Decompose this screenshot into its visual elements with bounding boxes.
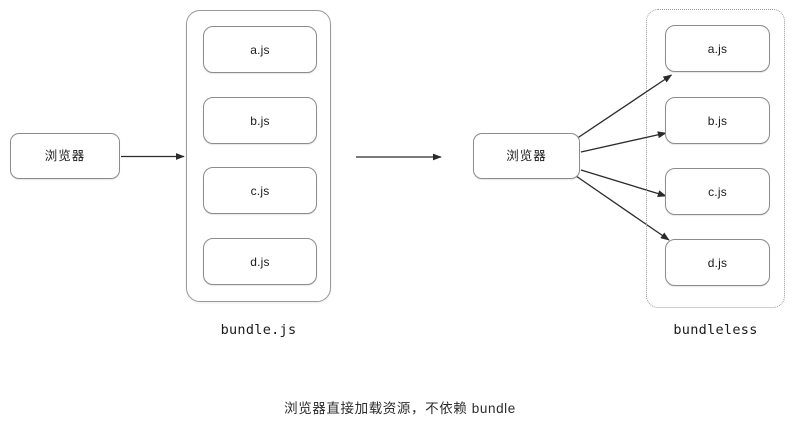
module-box-bundle-a[interactable]: a.js — [203, 26, 317, 73]
bundle-group-caption: bundle.js — [220, 322, 297, 338]
module-label: c.js — [708, 184, 727, 199]
bundleless-group-container — [646, 9, 785, 308]
module-label: b.js — [707, 113, 728, 128]
module-label: d.js — [250, 254, 270, 269]
module-label: b.js — [250, 113, 270, 128]
module-box-bundle-b[interactable]: b.js — [203, 97, 317, 144]
browser-left-label: 浏览器 — [44, 148, 86, 163]
module-box-bundle-d[interactable]: d.js — [203, 238, 317, 285]
module-box-bundleless-c[interactable]: c.js — [665, 168, 770, 215]
browser-right-label: 浏览器 — [506, 148, 547, 163]
module-label: d.js — [707, 255, 728, 270]
module-label: a.js — [707, 41, 728, 56]
module-label: c.js — [250, 183, 270, 198]
module-box-bundleless-b[interactable]: b.js — [665, 97, 770, 144]
module-box-bundleless-d[interactable]: d.js — [665, 239, 770, 286]
browser-node-left[interactable]: 浏览器 — [10, 133, 120, 179]
browser-node-right[interactable]: 浏览器 — [473, 133, 580, 179]
figure-caption: 浏览器直接加载资源，不依赖 bundle — [284, 401, 516, 416]
module-box-bundleless-a[interactable]: a.js — [665, 25, 770, 72]
bundleless-group-caption: bundleless — [673, 322, 758, 338]
module-label: a.js — [250, 42, 270, 57]
module-box-bundle-c[interactable]: c.js — [203, 167, 317, 214]
